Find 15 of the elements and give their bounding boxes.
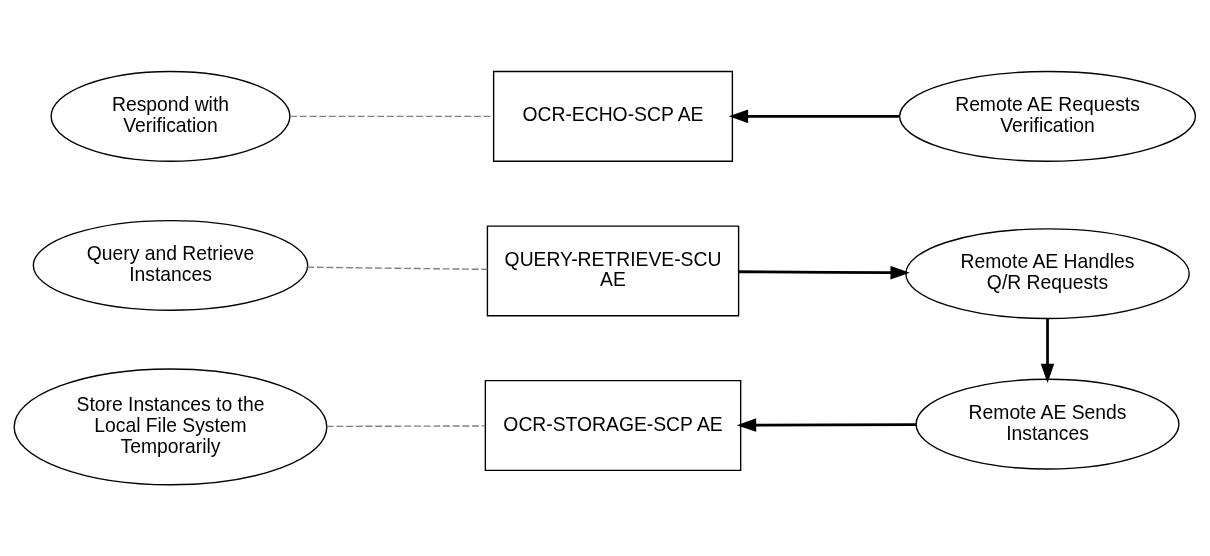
arrow <box>736 418 917 432</box>
arrow <box>728 109 900 124</box>
node-box: OCR-STORAGE-SCP AE <box>484 380 742 472</box>
node-box: QUERY-RETRIEVE-SCU AE <box>486 225 740 317</box>
node-box: OCR-ECHO-SCP AE <box>492 70 734 162</box>
node-ellipse: Query and Retrieve Instances <box>32 219 309 311</box>
arrow <box>1040 318 1055 384</box>
connector <box>306 266 489 271</box>
node-ellipse: Remote AE Sends Instances <box>915 378 1180 470</box>
node-ellipse: Respond with Verification <box>50 70 291 162</box>
node-ellipse: Remote AE Handles Q/R Requests <box>905 228 1190 320</box>
node-ellipse: Store Instances to the Local File System Temporarily <box>13 368 328 486</box>
connector <box>326 425 486 428</box>
node-ellipse: Remote AE Requests Verification <box>898 70 1197 162</box>
arrow <box>738 265 910 280</box>
